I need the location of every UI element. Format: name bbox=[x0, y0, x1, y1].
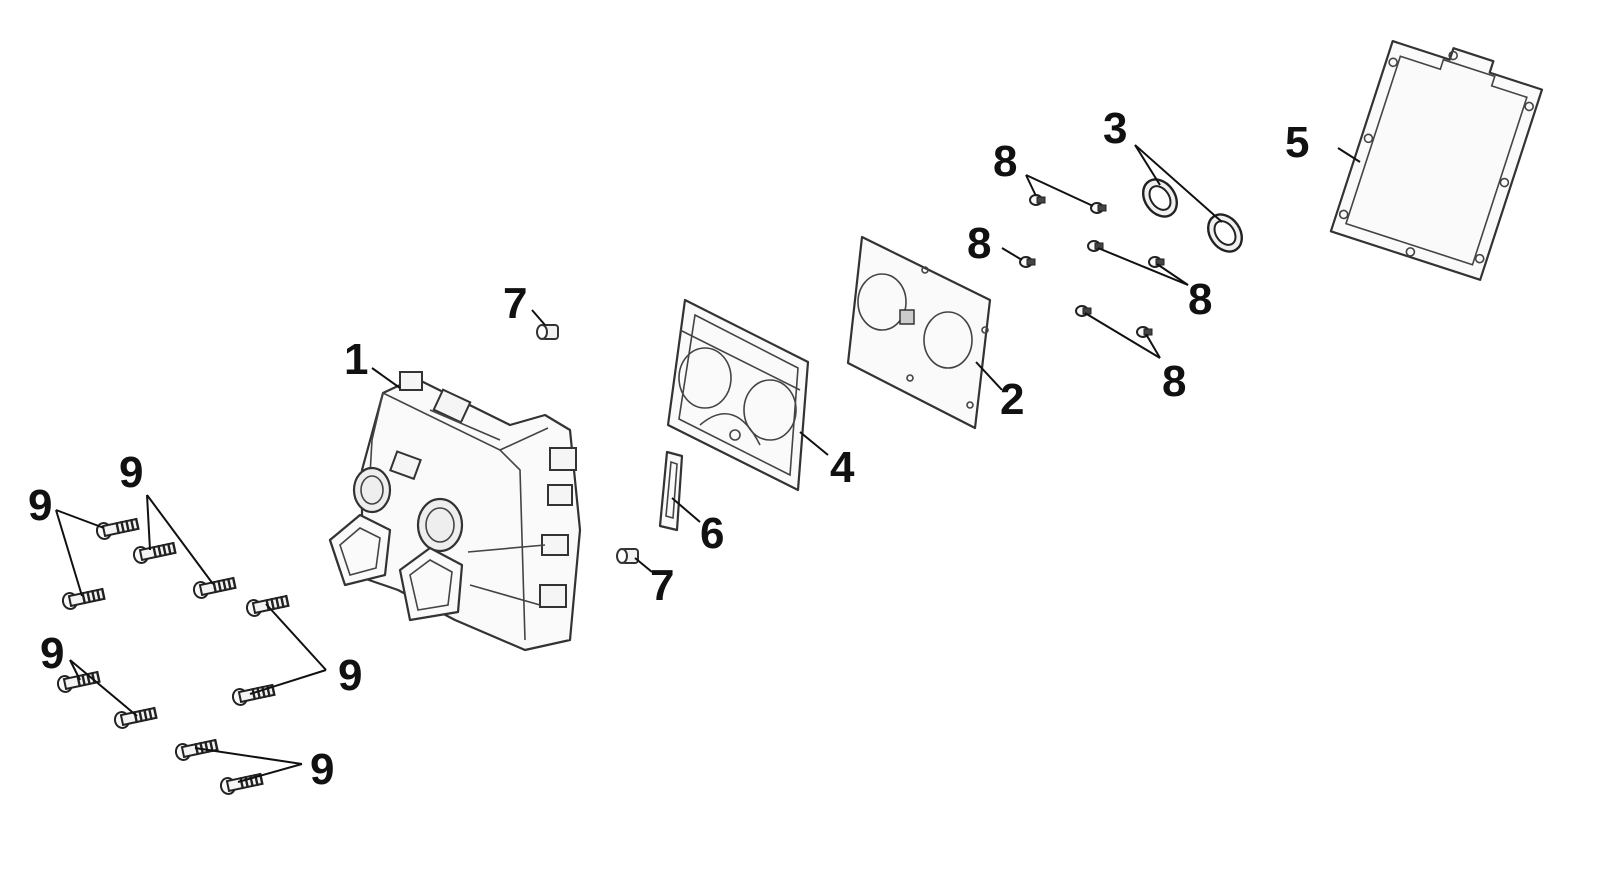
gasket-plate bbox=[666, 298, 810, 492]
callout-9-left-upper: 9 bbox=[28, 481, 52, 530]
callout-8-top: 8 bbox=[993, 137, 1017, 186]
callout-2: 2 bbox=[1000, 375, 1024, 424]
callout-6: 6 bbox=[700, 509, 724, 558]
callout-4: 4 bbox=[830, 443, 855, 492]
dowel-pin-lower bbox=[616, 548, 639, 564]
callout-8-bottom: 8 bbox=[1162, 357, 1186, 406]
screw-3 bbox=[1019, 256, 1036, 268]
callout-5: 5 bbox=[1285, 118, 1309, 167]
callout-9-bottom: 9 bbox=[310, 745, 334, 794]
cover-plate bbox=[846, 235, 992, 430]
bolt-4 bbox=[60, 584, 107, 612]
timing-cover-housing bbox=[328, 371, 582, 652]
bolt-3 bbox=[191, 573, 238, 601]
callout-3: 3 bbox=[1103, 104, 1127, 153]
screw-1 bbox=[1029, 194, 1046, 206]
seal-ring-upper bbox=[1141, 178, 1179, 218]
gasket-large bbox=[1329, 40, 1544, 281]
callout-9-right: 9 bbox=[338, 651, 362, 700]
screw-5 bbox=[1148, 256, 1165, 268]
callout-1: 1 bbox=[344, 335, 368, 384]
bolt-10 bbox=[218, 769, 265, 797]
callout-7-upper: 7 bbox=[503, 279, 527, 328]
seal-ring-lower bbox=[1206, 213, 1244, 253]
bolt-8 bbox=[230, 680, 277, 708]
dowel-pin-upper bbox=[536, 324, 559, 340]
small-gasket bbox=[658, 450, 684, 532]
bolt-7 bbox=[112, 703, 159, 731]
callout-9-top: 9 bbox=[119, 448, 143, 497]
leader-lines bbox=[55, 144, 1361, 783]
screw-7 bbox=[1136, 326, 1153, 338]
callout-9-left-lower: 9 bbox=[40, 629, 64, 678]
bolt-9 bbox=[173, 735, 220, 763]
callout-7-lower: 7 bbox=[650, 561, 674, 610]
screw-2 bbox=[1090, 202, 1107, 214]
callout-8-right: 8 bbox=[1188, 275, 1212, 324]
bolt-2 bbox=[131, 538, 178, 566]
callout-8-left: 8 bbox=[967, 219, 991, 268]
